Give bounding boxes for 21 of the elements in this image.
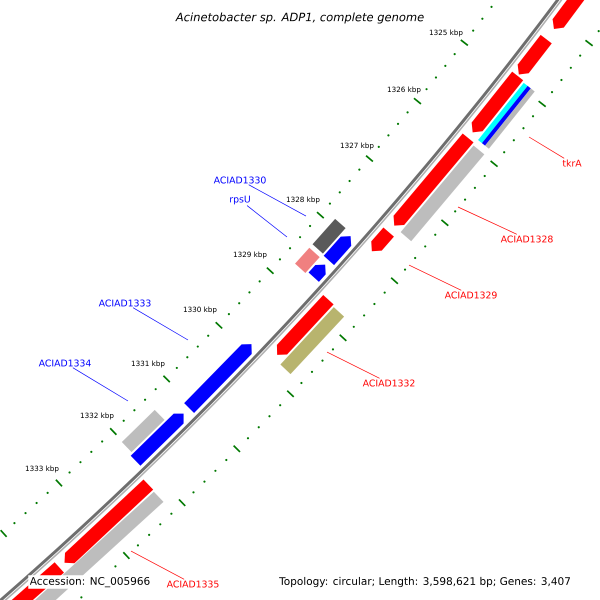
gene-label: tkrA	[562, 159, 582, 167]
gene-label: ACIAD1334	[38, 360, 91, 367]
leader-line	[132, 307, 188, 340]
gene-label: ACIAD1333	[98, 300, 151, 307]
gene-label: rpsU	[230, 196, 250, 204]
leader-line	[72, 367, 128, 402]
leader-line	[408, 264, 462, 291]
gene-label: ACIAD1332	[362, 380, 414, 387]
leader-line	[248, 184, 306, 216]
leader-line	[246, 205, 288, 238]
gene-label: ACIAD1335	[166, 580, 218, 588]
gene-label: ACIAD1329	[444, 292, 497, 299]
leader-line	[326, 352, 380, 379]
leader-line	[528, 136, 565, 159]
leader-line	[130, 550, 184, 580]
gene-label: ACIAD1328	[500, 236, 553, 243]
gene-label: ACIAD1330	[214, 176, 266, 184]
footer-text: Topology: circular; Length: 3,598,621 bp; Genes: 3,407	[278, 575, 572, 589]
title: Acinetobacter sp. ADP1, complete genome	[175, 12, 424, 24]
leader-line	[458, 206, 518, 235]
footer-text: Accession: NC_005966	[28, 575, 152, 589]
